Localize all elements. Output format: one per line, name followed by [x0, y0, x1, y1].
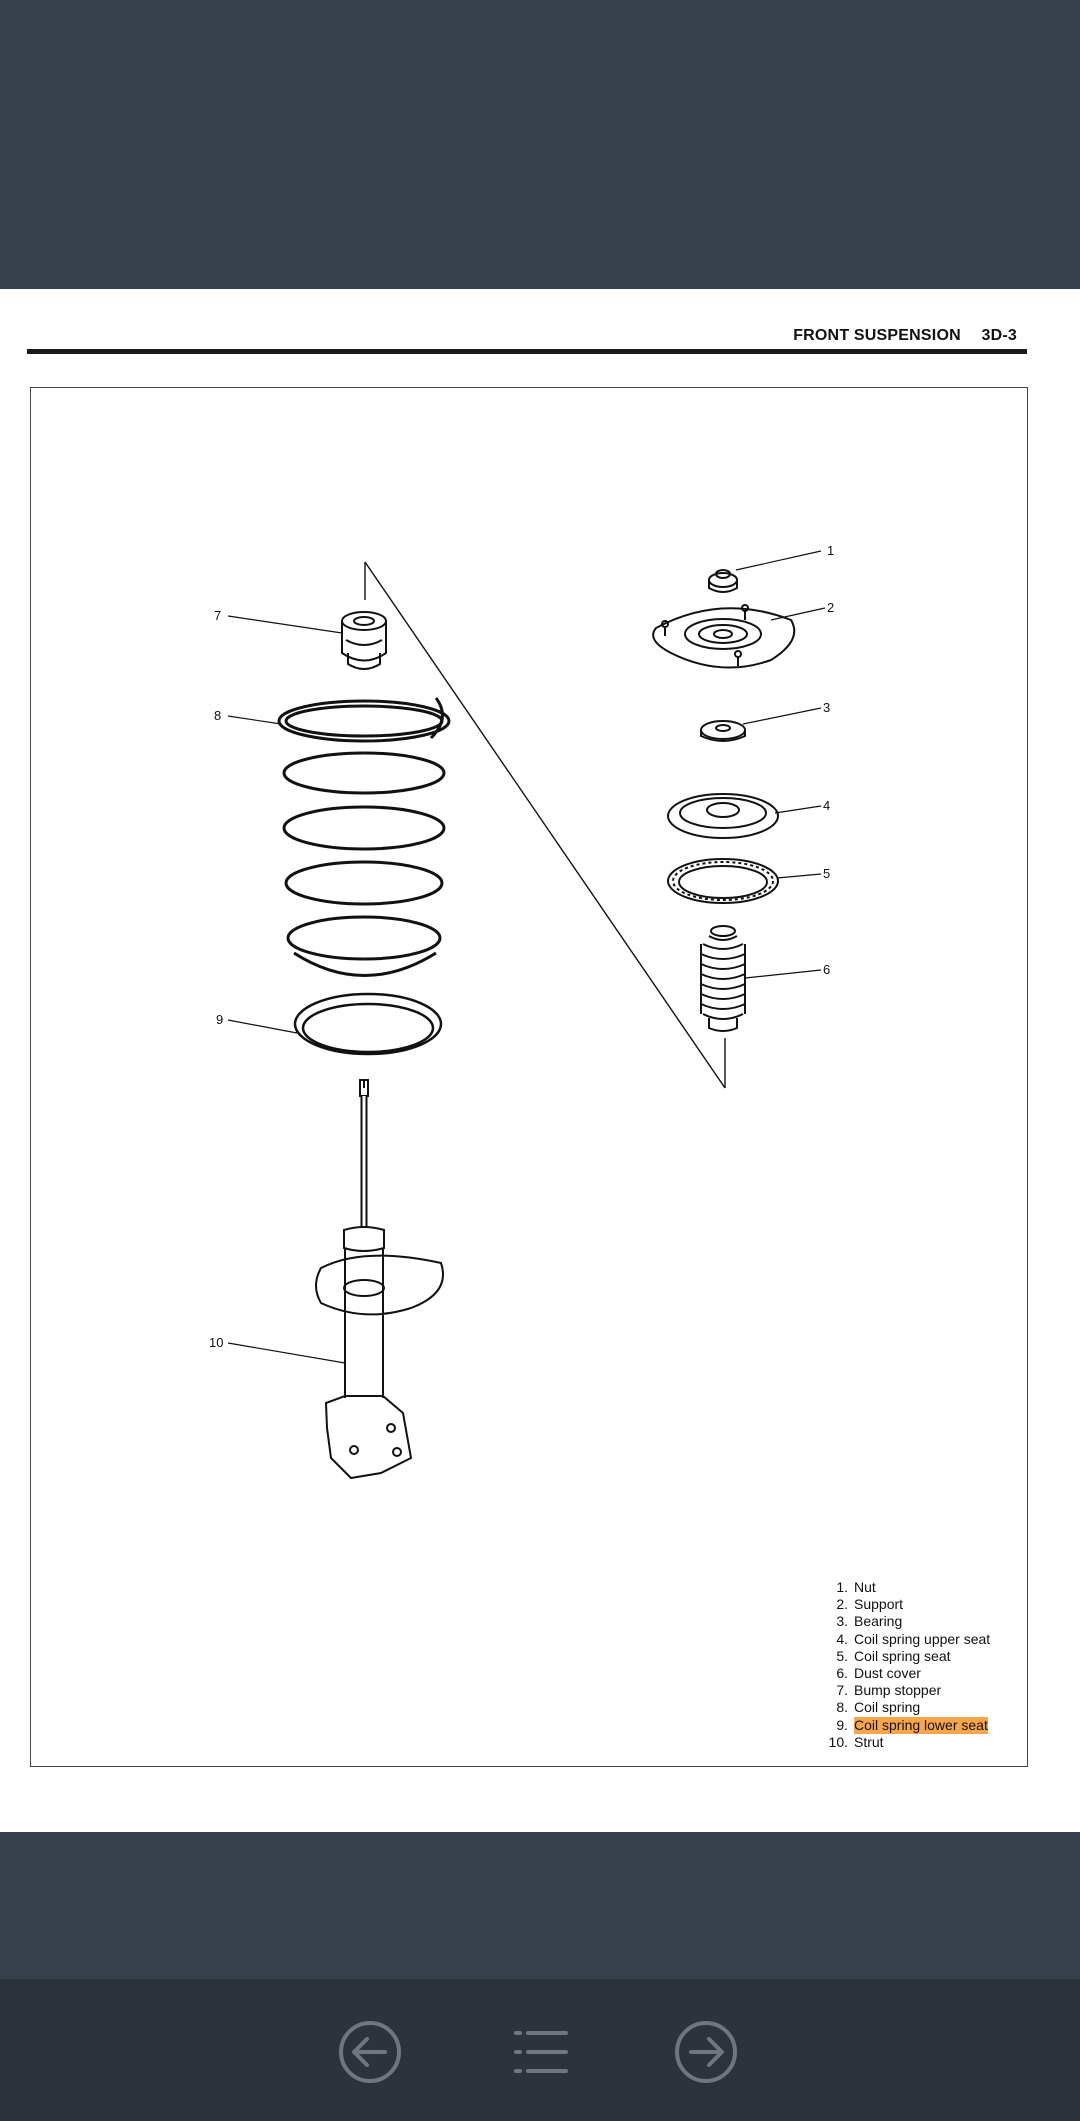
- legend-label: Nut: [854, 1579, 876, 1595]
- page-title: FRONT SUSPENSION 3D-3: [793, 327, 1017, 345]
- callout-numbers: 1 2 3 4 5 6 7 8 9 10: [209, 543, 834, 1350]
- legend-item: 7. Bump stopper: [820, 1682, 990, 1699]
- legend-label: Bearing: [854, 1613, 903, 1630]
- callout-7: 7: [214, 608, 221, 623]
- legend-item: 10. Strut: [820, 1734, 990, 1751]
- coil-spring-lower-seat-drawing: [293, 992, 443, 1056]
- page-number: 3D-3: [981, 327, 1017, 344]
- legend-label: Strut: [854, 1733, 884, 1750]
- bottom-background: [0, 1832, 1080, 1979]
- legend-label: Coil spring seat: [854, 1647, 951, 1664]
- bump-stopper-drawing: [341, 611, 387, 670]
- support-drawing: [652, 604, 796, 669]
- callout-3: 3: [823, 700, 830, 715]
- coil-spring-seat-drawing: [667, 858, 779, 904]
- legend-label: Dust cover: [854, 1665, 921, 1682]
- legend-label: Support: [854, 1596, 904, 1613]
- coil-spring-drawing: [277, 697, 451, 977]
- exploded-diagram: 1 2 3 4 5 6 7 8 9 10: [209, 543, 834, 1480]
- legend-item: 2. Support: [820, 1596, 990, 1613]
- exploded-diagram-frame: 1 2 3 4 5 6 7 8 9 10: [30, 387, 1028, 1767]
- callout-9: 9: [216, 1012, 223, 1027]
- guide-line: [364, 561, 726, 1089]
- legend-item: 6. Dust cover: [820, 1665, 990, 1682]
- legend-number: 7.: [836, 1682, 848, 1699]
- next-page-button[interactable]: [671, 2017, 741, 2087]
- bearing-drawing: [700, 720, 746, 742]
- dust-cover-drawing: [700, 925, 746, 1032]
- legend-item: 9. Coil spring lower seat: [820, 1716, 990, 1734]
- arrow-right-circle-icon: [675, 2021, 737, 2083]
- legend-number: 3.: [836, 1613, 848, 1630]
- navigation-bar: [0, 1979, 1080, 2121]
- legend-item: 4. Coil spring upper seat: [820, 1631, 990, 1648]
- legend-number: 8.: [836, 1699, 848, 1716]
- page-header: FRONT SUSPENSION 3D-3: [27, 317, 1027, 354]
- list-icon: [514, 2031, 568, 2073]
- parts-legend: 1. Nut 2. Support 3. Bearing 4. Coil spring …: [820, 1579, 991, 1751]
- strut-drawing: [315, 1079, 444, 1480]
- top-bar: [0, 0, 1080, 289]
- callout-5: 5: [823, 866, 830, 881]
- document-page: FRONT SUSPENSION 3D-3: [0, 289, 1080, 1832]
- arrow-left-circle-icon: [339, 2021, 401, 2083]
- legend-number: 4.: [836, 1630, 848, 1647]
- legend-item: 1. Nut: [820, 1579, 990, 1596]
- coil-spring-upper-seat-drawing: [667, 793, 779, 839]
- legend-number: 1.: [836, 1579, 848, 1595]
- legend-number: 9.: [836, 1716, 848, 1733]
- nut-drawing: [708, 569, 738, 593]
- legend-item: 8. Coil spring: [820, 1699, 990, 1716]
- leader-lines: [227, 550, 826, 1364]
- callout-6: 6: [823, 962, 830, 977]
- previous-page-button[interactable]: [335, 2017, 405, 2087]
- callout-2: 2: [827, 600, 834, 615]
- legend-item: 5. Coil spring seat: [820, 1648, 990, 1665]
- callout-10: 10: [209, 1335, 223, 1350]
- legend-label-highlighted[interactable]: Coil spring lower seat: [854, 1716, 988, 1734]
- legend-label: Coil spring: [854, 1699, 921, 1716]
- legend-number: 10.: [828, 1733, 848, 1750]
- callout-1: 1: [827, 543, 834, 558]
- legend-number: 6.: [836, 1665, 848, 1682]
- legend-number: 5.: [836, 1647, 848, 1664]
- legend-label: Coil spring upper seat: [854, 1630, 991, 1647]
- table-of-contents-button[interactable]: [506, 2017, 576, 2087]
- legend-label: Bump stopper: [854, 1682, 942, 1699]
- legend-item: 3. Bearing: [820, 1613, 990, 1630]
- callout-8: 8: [214, 708, 221, 723]
- legend-number: 2.: [836, 1596, 848, 1613]
- callout-4: 4: [823, 798, 830, 813]
- section-title: FRONT SUSPENSION: [793, 327, 961, 344]
